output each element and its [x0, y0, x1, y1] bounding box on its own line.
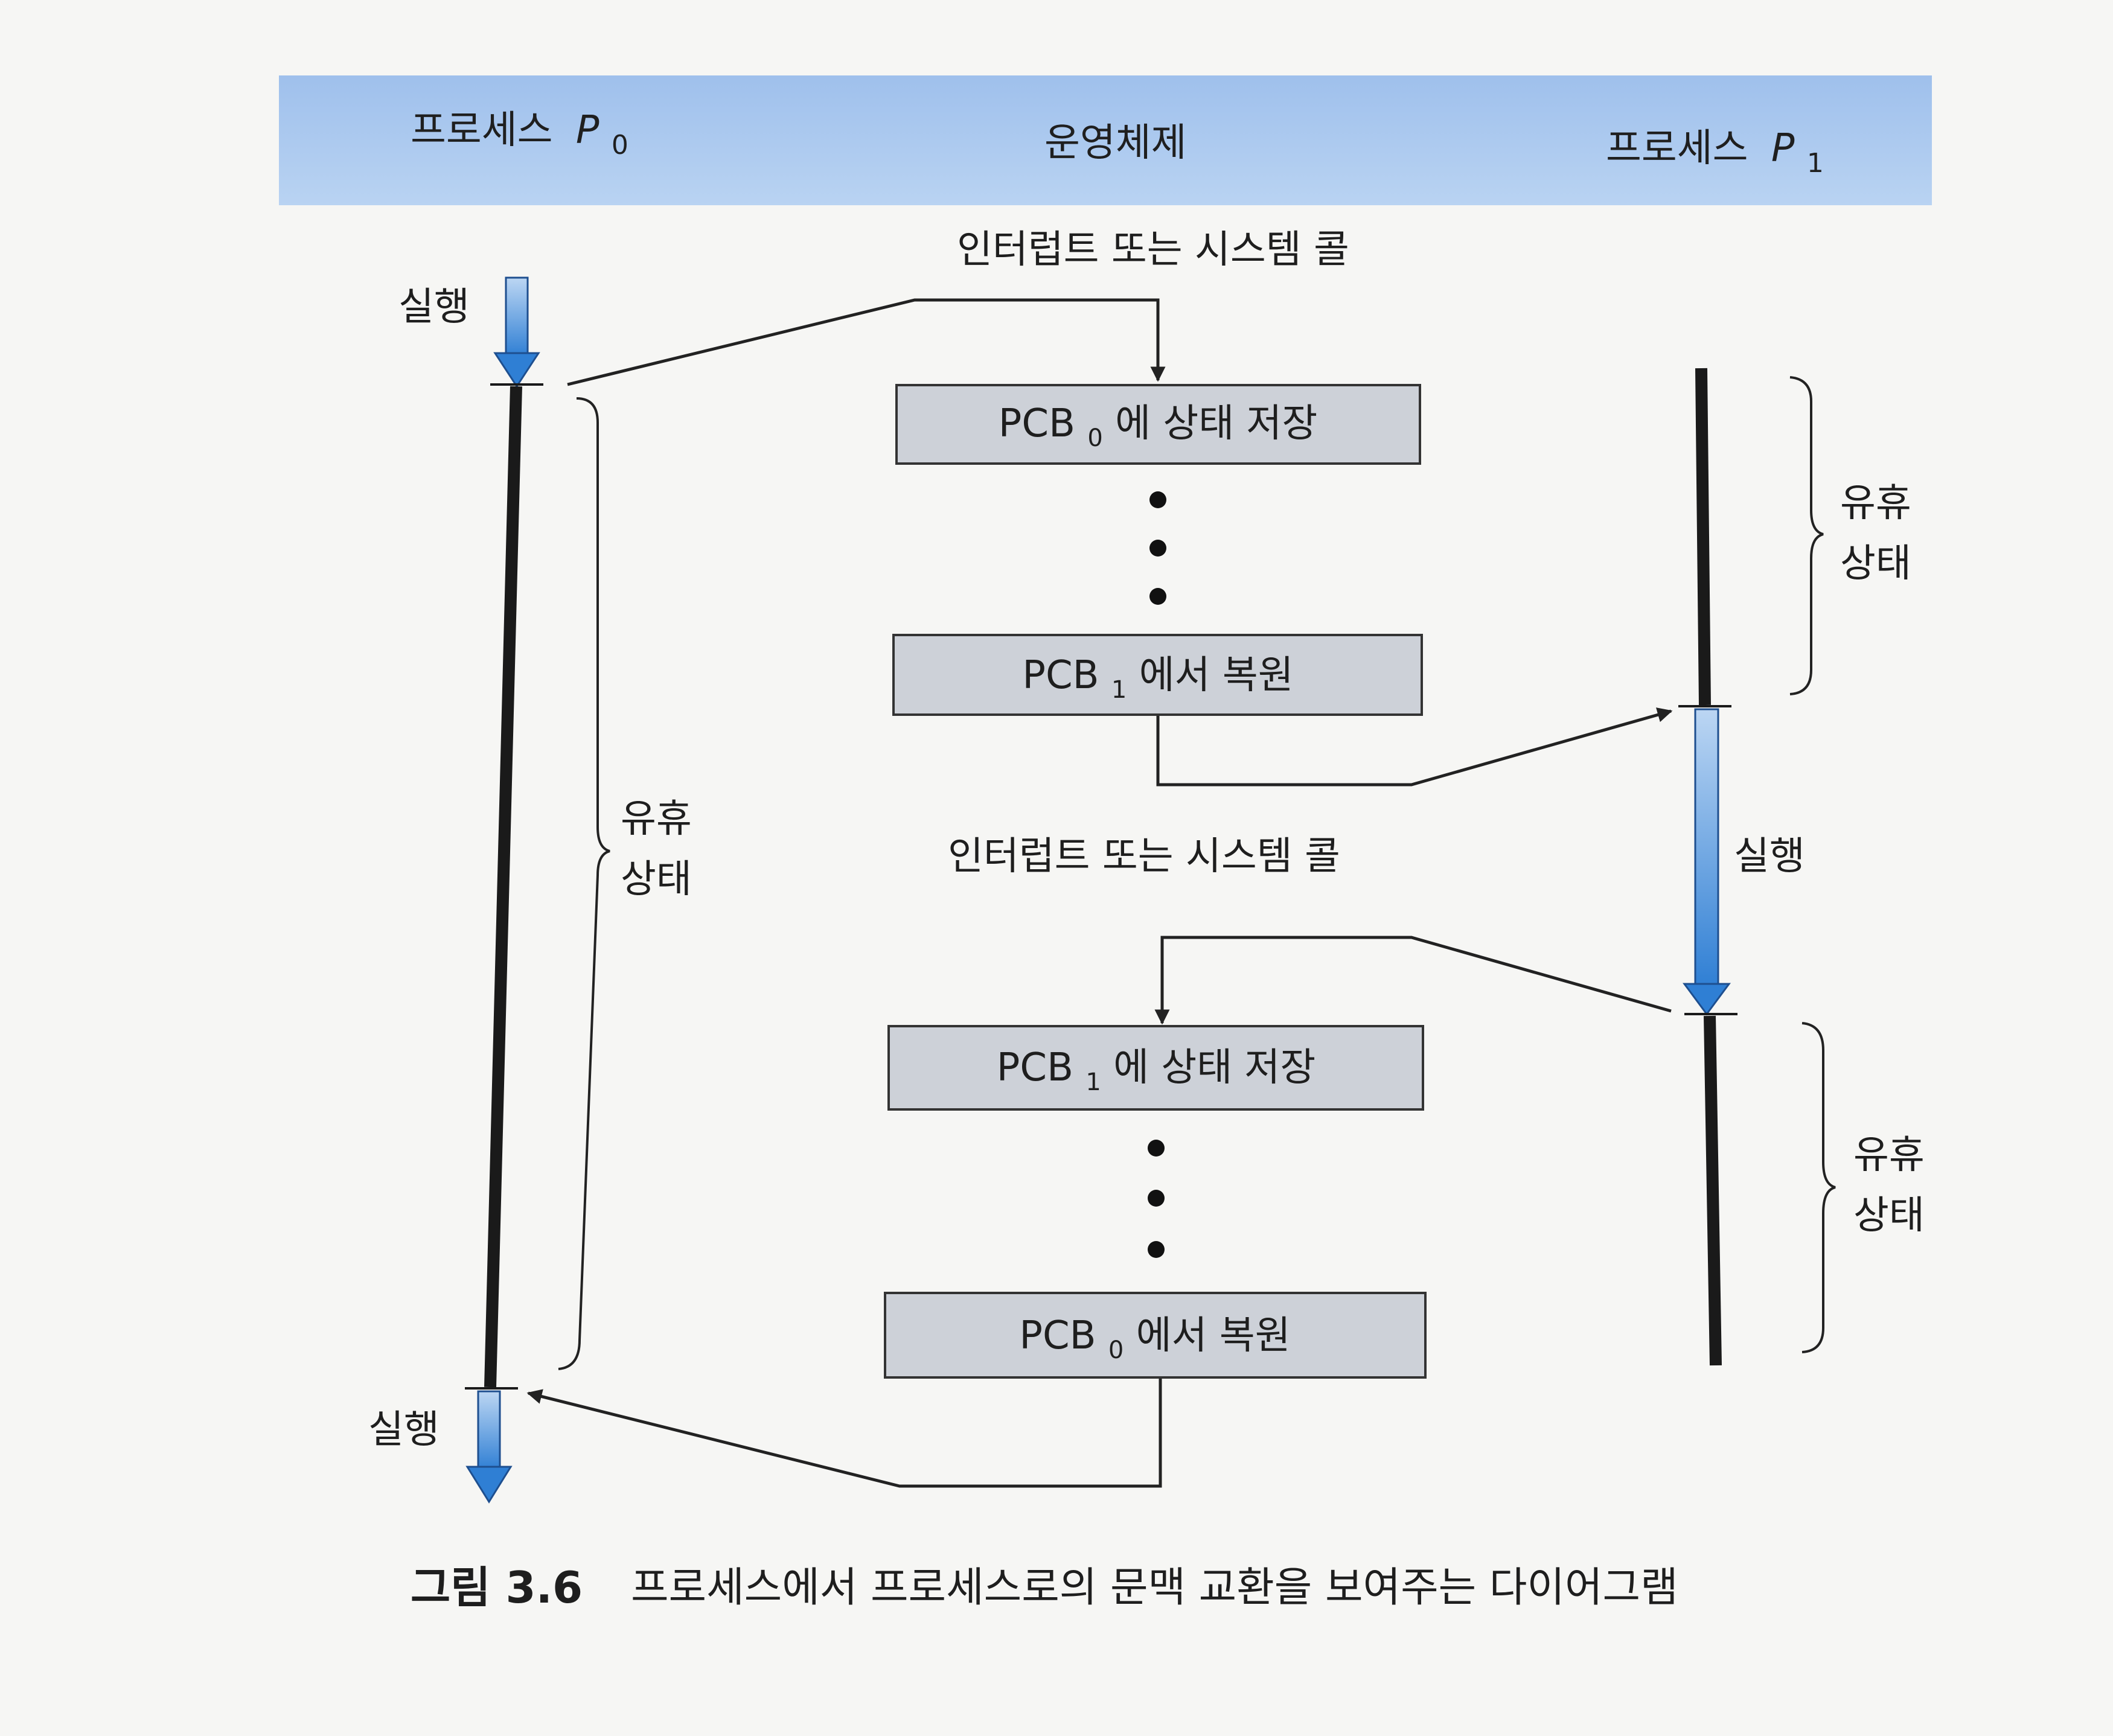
arrow-restore-p1-to-p1 — [1156, 707, 1673, 787]
box-restore-pcb1-suffix: 에서 복원 — [1139, 653, 1294, 698]
header-os: 운영체제 — [1044, 121, 1187, 165]
arrow-restore-p0-to-p0 — [526, 1376, 1162, 1488]
p0-idle-line — [484, 386, 522, 1388]
caption-number: 그림 3.6 — [411, 1562, 583, 1613]
p1-idle-brace-top — [1789, 376, 1824, 695]
svg-text:PCB 0 에서 복원: PCB 0 에서 복원 — [1019, 1313, 1290, 1368]
box-restore-pcb1-sub: 1 — [1111, 676, 1127, 704]
header-p1-italic: P — [1771, 126, 1795, 171]
arrow-interrupt-to-save-p1 — [1154, 936, 1672, 1025]
box-restore-pcb0: PCB 0 에서 복원 — [884, 1292, 1427, 1379]
header-p1-sub: 1 — [1807, 148, 1824, 179]
header-process-p0: 프로세스 P 0 — [411, 108, 628, 161]
box-save-pcb0: PCB 0 에 상태 저장 — [895, 384, 1421, 465]
svg-text:프로세스 P 1: 프로세스 P 1 — [1606, 126, 1824, 179]
header-p0-italic: P — [576, 108, 599, 153]
svg-text:PCB 1 에서 복원: PCB 1 에서 복원 — [1022, 653, 1293, 707]
box-save-pcb1-prefix: PCB — [997, 1045, 1073, 1090]
header-band — [279, 75, 1932, 205]
svg-text:PCB 1 에 상태 저장: PCB 1 에 상태 저장 — [997, 1045, 1315, 1100]
ellipsis-dots-bottom — [1148, 1140, 1165, 1258]
header-p0-text: 프로세스 — [411, 108, 553, 153]
box-save-pcb1-suffix: 에 상태 저장 — [1113, 1045, 1315, 1090]
interrupt-label-mid: 인터럽트 또는 시스템 콜 — [948, 834, 1340, 879]
box-save-pcb0-prefix: PCB — [999, 401, 1075, 446]
p0-idle-brace — [558, 397, 610, 1370]
box-save-pcb0-sub: 0 — [1087, 424, 1102, 452]
box-restore-pcb0-suffix: 에서 복원 — [1136, 1313, 1291, 1358]
box-restore-pcb0-sub: 0 — [1108, 1336, 1124, 1364]
box-save-pcb0-suffix: 에 상태 저장 — [1115, 401, 1317, 446]
p1-idle-line-top — [1695, 368, 1711, 706]
p1-idle-bottom-label-line1: 유휴 — [1853, 1133, 1925, 1178]
box-save-pcb1-sub: 1 — [1085, 1068, 1101, 1096]
ellipsis-dots-top — [1149, 491, 1166, 605]
box-restore-pcb1: PCB 1 에서 복원 — [892, 634, 1423, 716]
box-restore-pcb0-prefix: PCB — [1019, 1313, 1096, 1358]
caption-text: 프로세스에서 프로세스로의 문맥 교환을 보여주는 다이어그램 — [631, 1564, 1678, 1612]
p1-idle-top-label-line1: 유휴 — [1840, 481, 1911, 526]
box-restore-pcb1-prefix: PCB — [1022, 653, 1099, 698]
p0-exec-label-top: 실행 — [398, 285, 470, 330]
svg-text:프로세스 P 0: 프로세스 P 0 — [411, 108, 628, 161]
header-p1-text: 프로세스 — [1606, 126, 1748, 171]
p1-exec-arrow — [1683, 708, 1731, 1016]
p1-idle-bottom-label-line2: 상태 — [1853, 1193, 1925, 1238]
p1-idle-brace-bottom — [1801, 1022, 1836, 1353]
interrupt-label-top: 인터럽트 또는 시스템 콜 — [957, 228, 1349, 272]
header-p0-sub: 0 — [612, 130, 628, 161]
svg-text:PCB 0 에 상태 저장: PCB 0 에 상태 저장 — [999, 401, 1317, 456]
p0-exec-label-bottom: 실행 — [368, 1408, 440, 1452]
box-save-pcb1: PCB 1 에 상태 저장 — [887, 1025, 1424, 1111]
p0-exec-arrow-top — [493, 276, 540, 388]
arrow-interrupt-to-save-p0 — [567, 298, 1166, 386]
p1-idle-line-bottom — [1704, 1015, 1722, 1366]
p0-idle-label-line1: 유휴 — [621, 797, 692, 841]
p1-exec-label: 실행 — [1734, 834, 1805, 879]
p0-exec-arrow-bottom — [465, 1390, 513, 1504]
header-process-p1: 프로세스 P 1 — [1606, 126, 1824, 179]
p1-idle-top-label-line2: 상태 — [1840, 541, 1911, 586]
p0-idle-label-line2: 상태 — [621, 857, 692, 902]
